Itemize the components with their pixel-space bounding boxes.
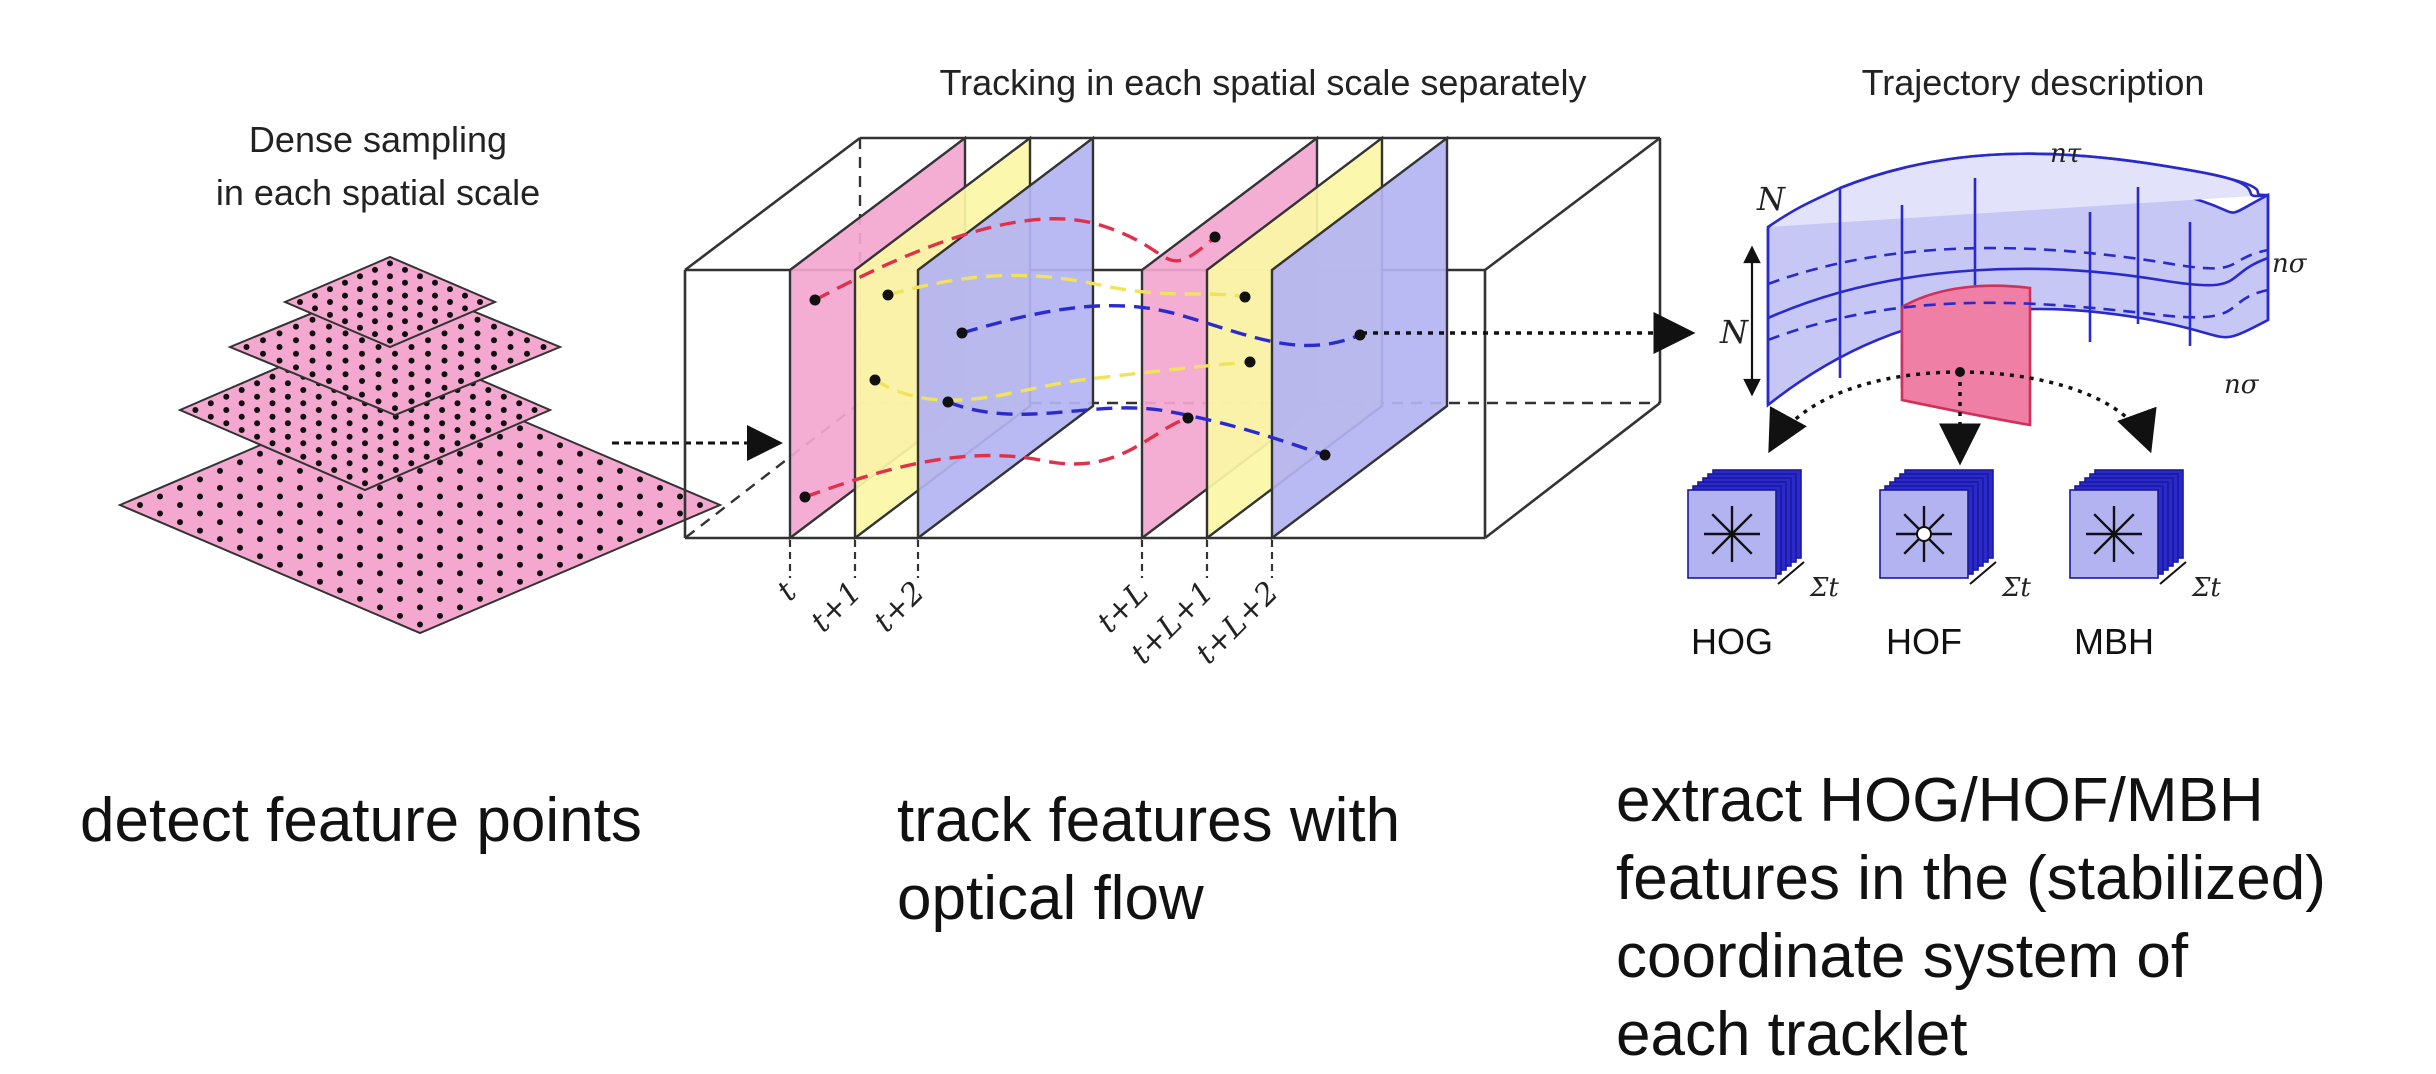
- highlighted-cell: [1900, 284, 2032, 427]
- tube-dashed-overlay: [1767, 288, 2269, 342]
- gradient-star-icon: [1896, 506, 1952, 562]
- caption-extract-line3: coordinate system of: [1616, 922, 2189, 991]
- tracking-heading: Tracking in each spatial scale separatel…: [940, 62, 1587, 103]
- sigma-t-label: Σt: [2191, 573, 2221, 603]
- scale-pyramid: [117, 255, 723, 635]
- label-N-top: N: [1756, 180, 1786, 218]
- trajectory-yellow-bottom: [874, 360, 1251, 402]
- frame-label: t+1: [804, 575, 869, 640]
- frame-planes: [788, 135, 1449, 541]
- sigma-bracket: [2159, 561, 2187, 585]
- descriptor-label-mbh: MBH: [2074, 621, 2154, 662]
- dense-sampling-heading-line2: in each spatial scale: [216, 172, 540, 213]
- sample-points: [137, 382, 703, 628]
- frame-plane-t2: [916, 135, 1095, 541]
- trajectory-heading: Trajectory description: [1862, 62, 2205, 103]
- sigma-bracket: [1777, 561, 1805, 585]
- trajectories: [804, 217, 1361, 499]
- label-n-sigma-2: nσ: [2224, 370, 2260, 400]
- sigma-t-label: Σt: [2001, 573, 2031, 603]
- descriptor-arrows: [1768, 370, 2157, 466]
- pyramid-layer-4: [282, 255, 498, 349]
- height-bracket: [1743, 245, 1761, 397]
- gradient-star-icon: [2086, 506, 2142, 562]
- caption-extract-line1: extract HOG/HOF/MBH: [1616, 766, 2264, 835]
- sigma-bracket: [1969, 561, 1997, 585]
- caption-detect-line1: detect feature points: [80, 786, 642, 855]
- label-n-sigma-1: nσ: [2272, 249, 2308, 279]
- cell-center-point: [1955, 367, 1965, 377]
- frame-label: t: [770, 574, 804, 608]
- caption-track-line2: optical flow: [897, 864, 1204, 933]
- trajectory-points: [799, 231, 1366, 503]
- tracking-section: Tracking in each spatial scale separatel…: [683, 62, 1696, 671]
- sample-points: [297, 260, 483, 344]
- frame-label: t+2: [867, 575, 932, 640]
- descriptor-label-hog: HOG: [1691, 621, 1773, 662]
- dense-sampling-section: Dense sampling in each spatial scale: [117, 119, 783, 635]
- caption-track: track features with optical flow: [897, 782, 1400, 938]
- label-n-tau: nτ: [2050, 139, 2082, 169]
- gradient-star-icon: [1704, 506, 1760, 562]
- caption-detect: detect feature points: [80, 782, 642, 860]
- sigma-t-label: Σt: [1809, 573, 1839, 603]
- trajectory-red-top: [814, 217, 1217, 302]
- caption-extract-line4: each tracklet: [1616, 1000, 1968, 1069]
- trajectory-yellow-top: [887, 273, 1246, 299]
- caption-extract-line2: features in the (stabilized): [1616, 844, 2326, 913]
- volume-box-front: [1483, 136, 1662, 540]
- trajectory-red-bottom: [804, 416, 1189, 499]
- descriptor-label-hof: HOF: [1886, 621, 1962, 662]
- dense-sampling-heading-line1: Dense sampling: [249, 119, 507, 160]
- caption-extract: extract HOG/HOF/MBH features in the (sta…: [1616, 762, 2326, 1074]
- caption-track-line1: track features with: [897, 786, 1401, 855]
- trajectory-description-section: Trajectory description N N nτ: [1687, 62, 2308, 662]
- trajectory-blue-bottom: [947, 400, 1326, 457]
- label-N-arrow: N: [1719, 313, 1749, 351]
